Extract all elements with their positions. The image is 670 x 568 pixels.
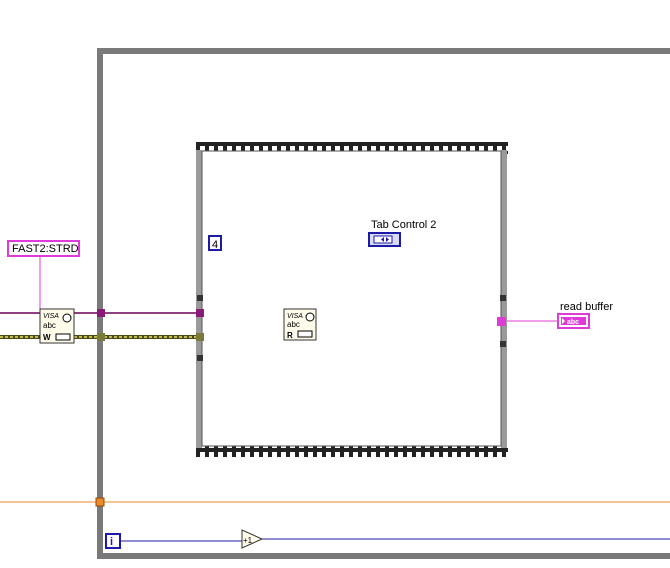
numeric-constant-4[interactable]: 4 [208, 235, 222, 251]
visa-write-node[interactable]: VISA abc W [39, 308, 75, 344]
frame-tunnel-error[interactable] [196, 333, 204, 341]
increment-text: +1 [243, 536, 253, 545]
visa-read-letter: R [287, 331, 293, 340]
io-icon [297, 330, 313, 338]
frame-tunnel-small-top [500, 295, 506, 301]
frame-tunnel-small-bottom [500, 341, 506, 347]
clock-icon [305, 312, 315, 322]
read-buffer-label: read buffer [560, 301, 613, 313]
visa-read-node[interactable]: VISA abc R [283, 308, 317, 341]
loop-tunnel-orange[interactable] [95, 497, 105, 507]
frame-tunnel-left-bottom [197, 355, 203, 361]
read-buffer-indicator[interactable]: abc [557, 313, 590, 329]
io-icon [55, 333, 71, 341]
string-constant-text: FAST2:STRD [12, 243, 79, 255]
visa-read-text: abc [287, 320, 300, 329]
tab-left-arrow-icon [381, 237, 384, 242]
loop-tunnel-error[interactable] [97, 333, 105, 341]
iteration-terminal-text: i [110, 536, 113, 548]
clock-icon [62, 313, 72, 323]
frame-tunnel-refnum[interactable] [196, 309, 204, 317]
indicator-text: abc [567, 319, 579, 326]
visa-write-letter: W [43, 333, 51, 342]
frame-tunnel-string[interactable] [497, 317, 506, 326]
indicator-arrow-icon [562, 318, 565, 324]
increment-node[interactable]: +1 [241, 529, 264, 549]
tab-control-terminal[interactable] [368, 232, 401, 247]
string-constant-fast2-strd[interactable]: FAST2:STRD [7, 240, 80, 257]
visa-read-title: VISA [287, 313, 303, 320]
sequence-frame[interactable] [196, 142, 508, 457]
loop-tunnel-refnum[interactable] [97, 309, 105, 317]
iteration-terminal[interactable]: i [105, 533, 121, 549]
visa-write-title: VISA [43, 313, 59, 320]
iteration-wire[interactable] [120, 538, 670, 542]
tab-control-label: Tab Control 2 [371, 219, 436, 231]
frame-tunnel-left-top [197, 295, 203, 301]
tab-right-arrow-icon [386, 237, 389, 242]
visa-write-text: abc [43, 321, 56, 330]
numeric-constant-text: 4 [212, 239, 218, 251]
while-loop-frame[interactable] [97, 48, 670, 559]
